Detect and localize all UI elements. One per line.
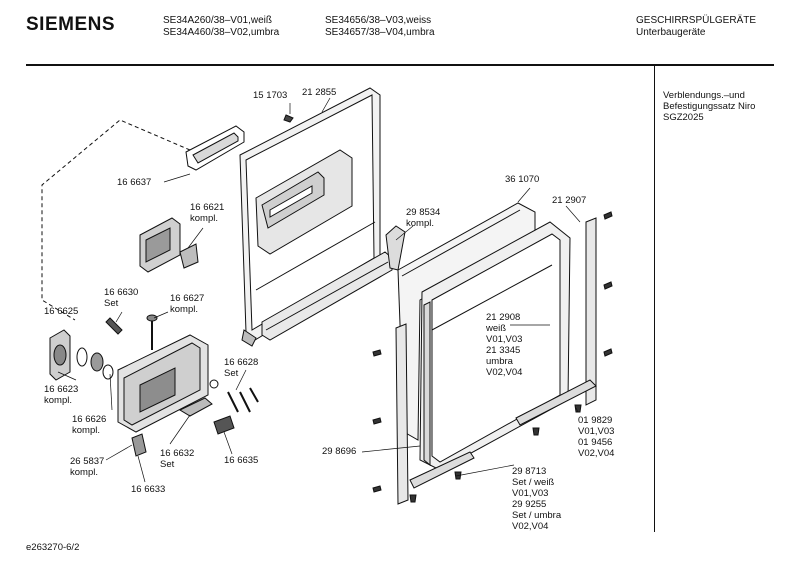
callout-line: V01,V03: [512, 488, 549, 499]
part-ring-166628: [209, 379, 219, 389]
callout-166626: 16 6626 kompl.: [72, 414, 106, 436]
callout-166628: 16 6628 Set: [224, 357, 258, 379]
part-bracket-265837: [131, 433, 147, 457]
kit-line: SGZ2025: [663, 112, 704, 123]
callout-298534: 29 8534 kompl.: [406, 207, 440, 229]
callout-265837: 26 5837 kompl.: [70, 456, 104, 478]
part-spring-166628: [227, 387, 259, 413]
part-pin-166630: [105, 317, 123, 335]
callout-line: Set / umbra: [512, 510, 562, 521]
callout-line: 21 3345: [486, 345, 521, 356]
part-control-166621: [139, 217, 199, 273]
part-panel-212908: [419, 221, 571, 471]
part-frame-166637: [185, 125, 245, 171]
callout-361070: 36 1070: [505, 174, 540, 185]
callout-298696: 29 8696: [322, 446, 357, 457]
callout-298713: 29 8713 Set / weiß V01,V03 29 9255 Set /…: [512, 466, 561, 532]
callout-line: 29 8713: [512, 466, 547, 477]
callout-line: 16 6627: [170, 293, 205, 304]
kit-line: Verblendungs.–und: [663, 90, 745, 101]
part-strip-298696: [395, 323, 475, 505]
callout-line: Set: [224, 368, 239, 379]
dashed-guide: [41, 119, 191, 321]
callout-line: 29 8534: [406, 207, 441, 218]
model-line: SE34656/38–V03,weiss: [325, 15, 432, 26]
callout-line: kompl.: [72, 425, 100, 436]
callout-212907: 21 2907: [552, 195, 587, 206]
part-strip: [241, 225, 406, 347]
callout-line: weiß: [486, 323, 507, 334]
part-knob-166623: [49, 329, 114, 381]
callout-166627: 16 6627 kompl.: [170, 293, 204, 315]
callout-line: Set / weiß: [512, 477, 555, 488]
model-line: SE34A460/38–V02,umbra: [163, 27, 280, 38]
callout-line: V01,V03: [578, 426, 615, 437]
model-line: SE34A260/38–V01,weiß: [163, 15, 272, 26]
callout-166630: 16 6630 Set: [104, 287, 138, 309]
callout-151703: 15 1703: [253, 90, 288, 101]
callout-line: kompl.: [44, 395, 72, 406]
callout-166623: 16 6623 kompl.: [44, 384, 78, 406]
sidebar-divider: [654, 64, 655, 532]
callout-line: kompl.: [406, 218, 434, 229]
part-housing-166626: [117, 334, 209, 433]
part-clip-166632: [178, 397, 213, 417]
brand-logo: SIEMENS: [26, 14, 116, 35]
part-side-strip-212907: [515, 217, 597, 426]
callout-166621: 16 6621 kompl.: [190, 202, 224, 224]
callout-line: V01,V03: [486, 334, 523, 345]
model-list-1: SE34A260/38–V01,weiß SE34A460/38–V02,umb…: [163, 15, 279, 39]
callout-line: 16 6628: [224, 357, 259, 368]
category-line: GESCHIRRSPÜLGERÄTE: [636, 15, 757, 26]
callout-166637: 16 6637: [117, 177, 152, 188]
callout-line: Set: [104, 298, 119, 309]
callout-166635: 16 6635: [224, 455, 259, 466]
category-label: GESCHIRRSPÜLGERÄTE Unterbaugeräte: [636, 15, 756, 39]
kit-line: Befestigungssatz Niro: [663, 101, 756, 112]
model-list-2: SE34656/38–V03,weiss SE34657/38–V04,umbr…: [325, 15, 435, 39]
part-screws: [372, 211, 613, 503]
callout-166625: 16 6625: [44, 306, 79, 317]
part-door-212855: [239, 87, 381, 341]
callout-line: kompl.: [70, 467, 98, 478]
part-cap-166627: [146, 314, 158, 322]
callout-line: 01 9829: [578, 415, 613, 426]
kit-description: Verblendungs.–und Befestigungssatz Niro …: [663, 90, 755, 123]
model-line: SE34657/38–V04,umbra: [325, 27, 435, 38]
header-divider: [26, 64, 774, 66]
callout-line: 16 6632: [160, 448, 195, 459]
callout-166632: 16 6632 Set: [160, 448, 194, 470]
callout-line: 01 9456: [578, 437, 613, 448]
callout-line: 16 6630: [104, 287, 139, 298]
callout-line: V02,V04: [512, 521, 549, 532]
callout-line: V02,V04: [578, 448, 615, 459]
callout-line: 16 6623: [44, 384, 79, 395]
callout-line: Set: [160, 459, 175, 470]
part-screw-151703: [283, 114, 294, 123]
drawing-id: e263270-6/2: [26, 542, 80, 553]
category-line: Unterbaugeräte: [636, 27, 706, 38]
callout-line: 26 5837: [70, 456, 105, 467]
callout-019829: 01 9829 V01,V03 01 9456 V02,V04: [578, 415, 614, 459]
part-switch-166635: [213, 415, 235, 435]
callout-line: 21 2908: [486, 312, 521, 323]
callout-line: V02,V04: [486, 367, 523, 378]
callout-212855: 21 2855: [302, 87, 337, 98]
callout-line: 29 9255: [512, 499, 547, 510]
callout-line: umbra: [486, 356, 513, 367]
callout-212908: 21 2908 weiß V01,V03 21 3345 umbra V02,V…: [486, 312, 522, 378]
leader-lines: [57, 97, 581, 483]
callout-166633: 16 6633: [131, 484, 166, 495]
callout-line: 16 6626: [72, 414, 107, 425]
callout-line: kompl.: [170, 304, 198, 315]
callout-line: 16 6621: [190, 202, 225, 213]
callout-line: kompl.: [190, 213, 218, 224]
